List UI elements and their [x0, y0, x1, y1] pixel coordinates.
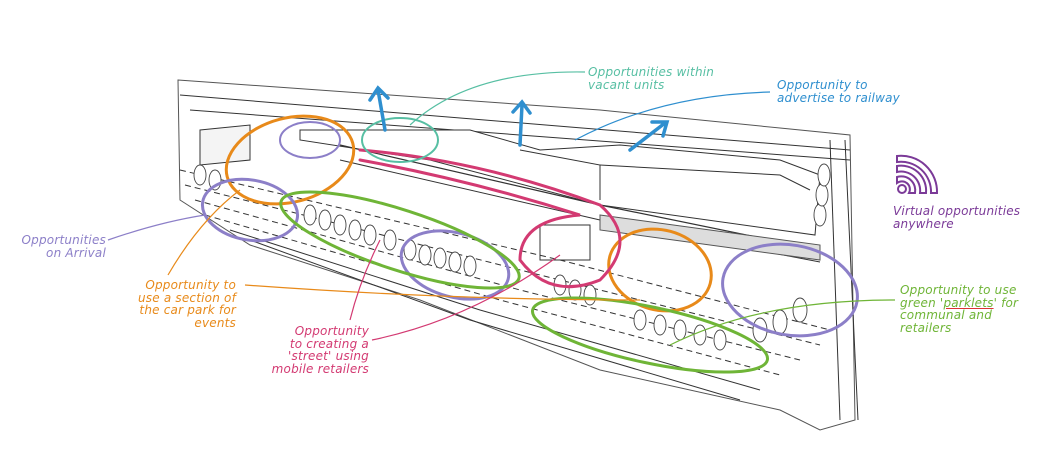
arrival-ellipse-4: [279, 121, 341, 159]
label-line: Virtual opportunities: [893, 204, 1021, 218]
label-line: mobile retailers: [271, 361, 369, 376]
label-line: Opportunities within: [588, 65, 715, 79]
arrow-up-right-icon: [368, 85, 670, 152]
parklets-ellipse-1: [279, 190, 521, 290]
events-ellipse-right: [607, 227, 713, 313]
label-fragment: ' for: [993, 295, 1019, 310]
label-street: Opportunity to creating a 'street' using…: [272, 325, 369, 375]
label-arrival: Opportunities on Arrival: [22, 234, 106, 259]
label-line: communal and: [900, 308, 993, 322]
label-car-park: Opportunity to use a section of the car …: [138, 279, 236, 329]
label-line: Opportunities: [21, 233, 106, 247]
label-fragment: green ': [900, 295, 944, 310]
label-line: Opportunity: [294, 324, 369, 338]
parklets-underlined: parklets: [943, 295, 994, 310]
events-ellipse-left: [224, 114, 356, 206]
trees: [193, 163, 831, 351]
label-vacant-units: Opportunities within vacant units: [588, 66, 714, 91]
label-line: use a section of: [137, 290, 236, 305]
label-line: on Arrival: [46, 245, 106, 260]
street-loop: [358, 148, 622, 289]
label-line: to creating a: [289, 336, 369, 351]
label-line: retailers: [900, 320, 952, 335]
label-line: Opportunity to: [145, 278, 236, 292]
label-railway: Opportunity to advertise to railway: [777, 79, 900, 104]
label-line: green 'parklets' for: [900, 295, 1019, 310]
station-sketch: [177, 79, 859, 431]
label-line: events: [194, 315, 236, 330]
vacant-ellipse: [361, 117, 439, 163]
label-line: vacant units: [588, 77, 665, 92]
label-line: 'street' using: [288, 349, 369, 363]
parklets-ellipse-2: [530, 296, 770, 374]
label-line: Opportunity to: [777, 78, 868, 92]
arrival-ellipse-1: [200, 177, 300, 243]
label-line: anywhere: [893, 216, 954, 231]
label-line: advertise to railway: [777, 90, 900, 105]
label-line: the car park for: [139, 303, 236, 317]
label-virtual: Virtual opportunities anywhere: [893, 205, 1020, 230]
label-line: Opportunity to use: [900, 283, 1017, 297]
wifi-icon: [896, 154, 939, 194]
label-parklets: Opportunity to use green 'parklets' for …: [900, 284, 1018, 334]
arrival-ellipse-3: [721, 242, 859, 338]
